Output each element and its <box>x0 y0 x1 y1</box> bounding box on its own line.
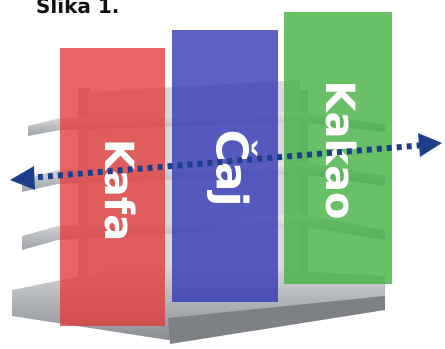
shelf-base-front <box>168 296 385 344</box>
zone-label-kafa: Kafa <box>95 139 141 241</box>
double-headed-dotted-arrow-icon <box>10 133 442 190</box>
zone-kakao <box>284 12 392 284</box>
product-zones <box>60 12 392 326</box>
figure-caption: Slika 1. <box>36 0 120 18</box>
zone-kafa <box>60 48 165 326</box>
zone-label-caj: Čaj <box>206 129 259 206</box>
